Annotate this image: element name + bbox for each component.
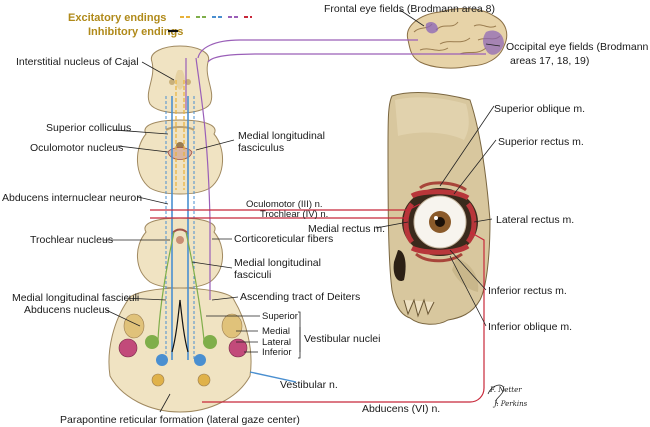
brainstem-sections (108, 45, 252, 413)
label-mlf-lower: Medial longitudinal fasciculi (12, 292, 139, 304)
label-mlf-mid-line1: Medial longitudinal (234, 257, 321, 269)
artist-signature: F. Netter J. Perkins (487, 384, 528, 408)
label-trochlear-nucleus: Trochlear nucleus (30, 234, 113, 246)
label-superior-oblique: Superior oblique m. (494, 103, 585, 115)
leader-lines (104, 9, 501, 413)
label-inferior-oblique: Inferior oblique m. (488, 321, 572, 333)
label-superior-rectus: Superior rectus m. (498, 136, 584, 148)
signature-name: F. Netter (489, 386, 522, 394)
superior-oblique-muscle (419, 181, 467, 192)
pathway-lines (150, 39, 486, 403)
label-oculomotor-nucleus: Oculomotor nucleus (30, 142, 123, 154)
inferior-oblique-muscle (415, 252, 463, 263)
label-medial-rectus: Medial rectus m. (308, 223, 385, 235)
label-trochlear-nerve: Trochlear (IV) n. (260, 209, 328, 220)
vestibular-nuclei-bracket (298, 311, 301, 359)
label-vestibular-superior: Superior (262, 311, 298, 322)
label-vestibular-inferior: Inferior (262, 347, 292, 358)
legend-inhibitory-label: Inhibitory endings (88, 26, 183, 38)
legend: Excitatory endings Inhibitory endings (68, 12, 252, 38)
label-occipital-eye-fields-line1: Occipital eye fields (Brodmann (506, 41, 649, 53)
labels: Interstitial nucleus of Cajal Superior c… (2, 3, 649, 426)
brain-illustration (406, 8, 508, 69)
label-abducens-internuclear: Abducens internuclear neuron (2, 192, 142, 204)
legend-excitatory-label: Excitatory endings (68, 12, 166, 24)
lateral-rectus-muscle (465, 202, 477, 244)
label-oculomotor-nerve: Oculomotor (III) n. (246, 199, 323, 210)
label-mlf-mid-line2: fasciculi (234, 269, 271, 281)
label-inferior-rectus: Inferior rectus m. (488, 285, 567, 297)
label-vestibular-lateral: Lateral (262, 337, 291, 348)
label-vestibular-medial: Medial (262, 326, 290, 337)
occipital-eye-field-area (483, 30, 504, 55)
label-vestibular-nerve: Vestibular n. (280, 379, 338, 391)
frontal-eye-field-area (425, 22, 438, 34)
label-superior-colliculus: Superior colliculus (46, 122, 131, 134)
label-abducens-nucleus: Abducens nucleus (24, 304, 110, 316)
skull-illustration (387, 92, 491, 325)
label-occipital-eye-fields-line2: areas 17, 18, 19) (510, 55, 589, 67)
label-mlf-upper-line1: Medial longitudinal (238, 130, 325, 142)
signature-credit: J. Perkins (492, 400, 528, 408)
inferior-rectus-muscle (410, 243, 470, 255)
superior-rectus-muscle (410, 189, 470, 201)
label-interstitial-nucleus: Interstitial nucleus of Cajal (16, 56, 139, 68)
label-parapontine-formation: Parapontine reticular formation (lateral… (60, 414, 300, 426)
label-vestibular-nuclei: Vestibular nuclei (304, 333, 380, 345)
label-mlf-upper-line2: fasciculus (238, 142, 284, 154)
label-corticoreticular: Corticoreticular fibers (234, 233, 333, 245)
label-ascending-deiters: Ascending tract of Deiters (240, 291, 360, 303)
medial-rectus-muscle (403, 202, 415, 244)
label-lateral-rectus: Lateral rectus m. (496, 214, 574, 226)
label-abducens-nerve: Abducens (VI) n. (362, 403, 440, 415)
label-frontal-eye-fields: Frontal eye fields (Brodmann area 8) (324, 3, 495, 15)
